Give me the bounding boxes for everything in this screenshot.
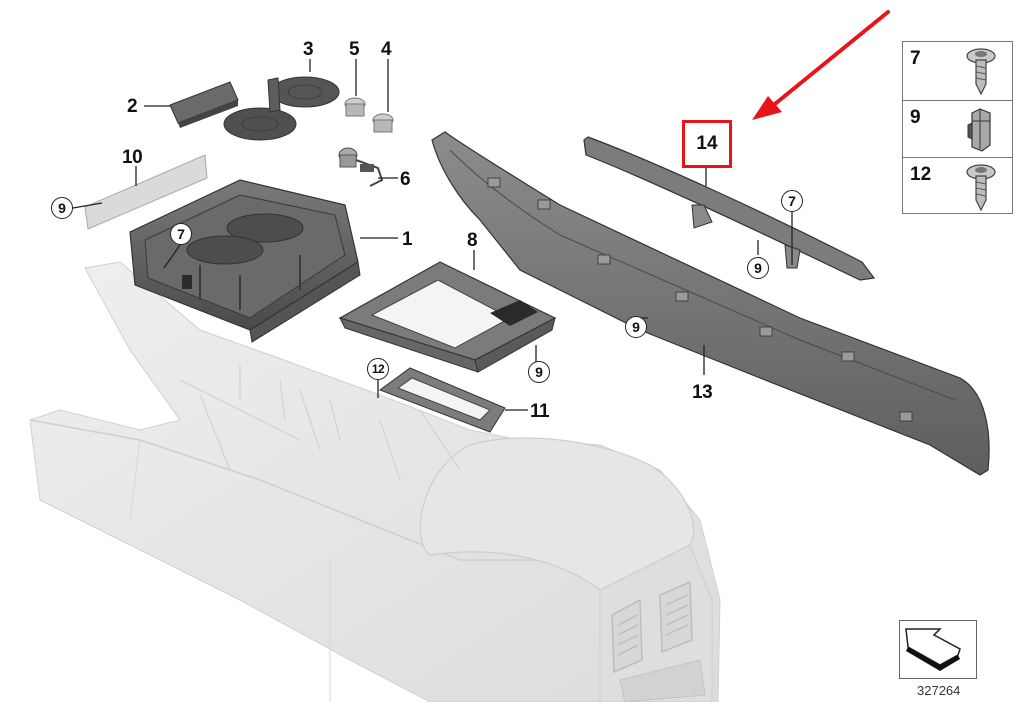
clip-nut-icon: [967, 108, 991, 152]
legend-number: 9: [910, 107, 921, 128]
center-console-body: [29, 261, 721, 702]
callout-12[interactable]: 12: [367, 358, 389, 380]
view-direction-box: [899, 620, 977, 679]
callout-9-trimstrip[interactable]: 9: [51, 197, 73, 219]
part-6-socket: [338, 147, 384, 187]
part-10-strip: [84, 154, 208, 230]
callout-9-panel13[interactable]: 9: [625, 316, 647, 338]
part-2-tray: [169, 81, 239, 128]
part-1-cupholder: [129, 179, 361, 343]
callout-5[interactable]: 5: [349, 39, 360, 60]
part-3-inserts: [223, 76, 340, 141]
callout-14-highlighted[interactable]: 14: [682, 120, 732, 168]
callout-6[interactable]: 6: [400, 169, 411, 190]
part-11-surround: [378, 367, 506, 433]
screw-flange-icon: [966, 164, 996, 212]
red-arrow[interactable]: [752, 10, 890, 120]
callout-8[interactable]: 8: [467, 230, 478, 251]
callout-9-strip14[interactable]: 9: [747, 257, 769, 279]
diagram-reference-number: 327264: [917, 683, 961, 698]
callout-13[interactable]: 13: [692, 382, 713, 403]
legend-row-9[interactable]: 9: [903, 100, 1012, 157]
fastener-legend: 7 9 12: [902, 41, 1013, 214]
callout-10[interactable]: 10: [122, 147, 143, 168]
callout-9-shiftframe[interactable]: 9: [528, 361, 550, 383]
part-8-shiftframe: [338, 261, 557, 373]
callout-11[interactable]: 11: [530, 401, 550, 422]
legend-row-12[interactable]: 12: [903, 157, 1012, 214]
part-5-cap: [344, 97, 366, 117]
part-4-cap: [372, 113, 394, 133]
callout-7-strip[interactable]: 7: [781, 190, 803, 212]
callout-1[interactable]: 1: [402, 229, 413, 250]
legend-number: 12: [910, 164, 932, 185]
callout-3[interactable]: 3: [303, 39, 314, 60]
callout-7-cupholder[interactable]: 7: [170, 223, 192, 245]
view-direction-arrow-icon: [905, 628, 961, 671]
screw-flange-icon: [966, 48, 996, 96]
part-13-side-panel: [431, 131, 990, 476]
callout-4[interactable]: 4: [381, 39, 392, 60]
legend-row-7[interactable]: 7: [903, 42, 1012, 100]
callout-2[interactable]: 2: [127, 96, 138, 117]
leader-lines: [72, 59, 793, 411]
part-14-strip: [583, 136, 876, 281]
legend-number: 7: [910, 48, 921, 69]
